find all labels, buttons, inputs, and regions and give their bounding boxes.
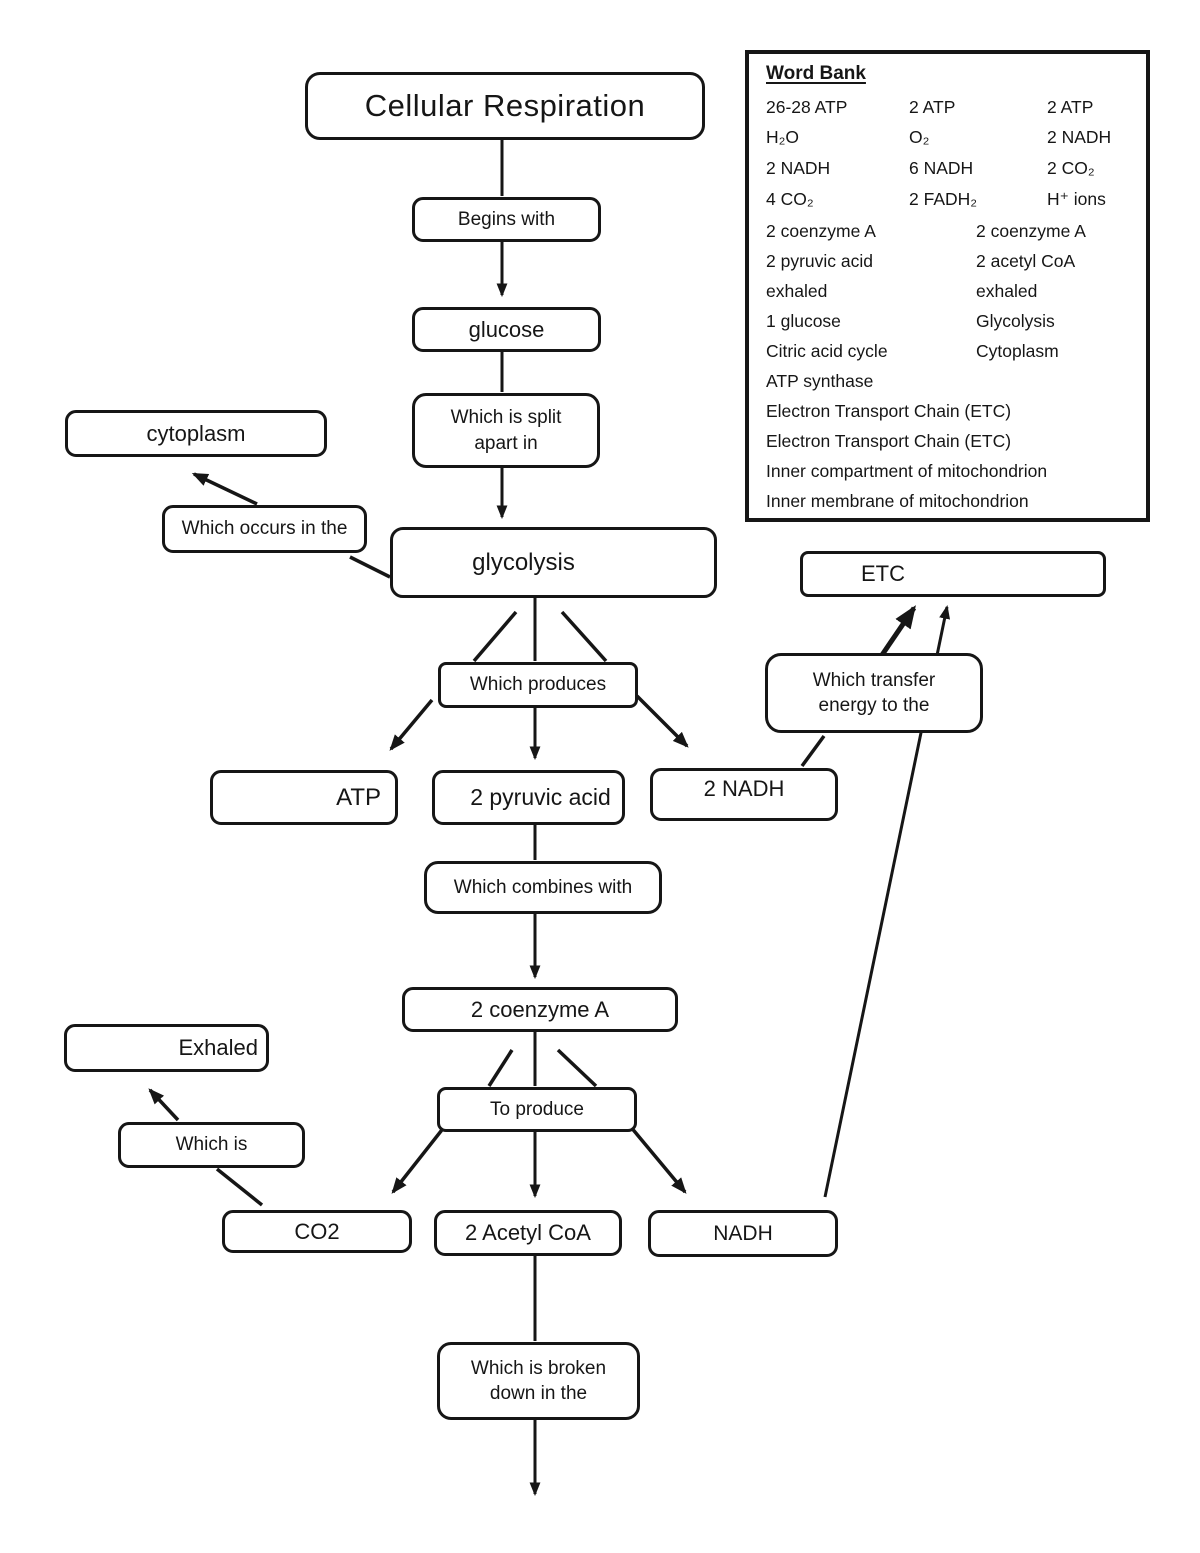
word-bank-item: 2 FADH₂ <box>909 189 978 209</box>
word-bank-item: Glycolysis <box>976 311 1055 331</box>
word-bank-item: exhaled <box>766 281 828 301</box>
word-bank-item: O₂ <box>909 127 930 147</box>
node-2-acetyl-coa: 2 Acetyl CoA <box>434 1210 622 1256</box>
word-bank-row: ATP synthase <box>749 368 1146 394</box>
word-bank-item: Electron Transport Chain (ETC) <box>766 401 1012 421</box>
word-bank-item: 2 NADH <box>1047 127 1112 147</box>
word-bank-row: 2 pyruvic acid 2 acetyl CoA <box>749 248 1146 274</box>
word-bank-item: 2 coenzyme A <box>976 221 1086 241</box>
word-bank-row: Inner membrane of mitochondrion <box>749 488 1146 514</box>
node-which-is-split-line2: apart in <box>474 432 538 454</box>
node-begins-with: Begins with <box>412 197 601 242</box>
node-glucose: glucose <box>412 307 601 352</box>
word-bank-row: 26-28 ATP 2 ATP 2 ATP <box>749 94 1146 120</box>
word-bank-row: H₂O O₂ 2 NADH <box>749 124 1146 150</box>
edge-co2-whichis <box>215 1167 264 1207</box>
word-bank-row: 4 CO₂ 2 FADH₂ H⁺ ions <box>749 186 1146 212</box>
edge-occurs-cytoplasm <box>191 472 258 506</box>
word-bank-item: 26-28 ATP <box>766 97 848 117</box>
edge-produces-2nadh <box>635 694 689 748</box>
edge-coenzyme-produce-left <box>487 1049 514 1087</box>
node-broken-line1: Which is broken <box>470 1357 607 1379</box>
node-2-nadh: 2 NADH <box>650 768 838 821</box>
edge-glycolysis-produces-right <box>560 610 608 663</box>
word-bank-item: 2 acetyl CoA <box>976 251 1076 271</box>
word-bank-row: 2 coenzyme A 2 coenzyme A <box>749 218 1146 244</box>
node-co2: CO2 <box>222 1210 412 1253</box>
word-bank-row: 2 NADH 6 NADH 2 CO₂ <box>749 155 1146 181</box>
node-to-produce: To produce <box>437 1087 637 1132</box>
word-bank-item: 2 ATP <box>909 97 956 117</box>
node-which-is-split-apart-in: Which is split apart in <box>412 393 600 468</box>
node-cytoplasm: cytoplasm <box>65 410 327 457</box>
word-bank-item: 2 pyruvic acid <box>766 251 873 271</box>
word-bank-item: Inner membrane of mitochondrion <box>766 491 1029 511</box>
word-bank-item: Inner compartment of mitochondrion <box>766 461 1048 481</box>
node-which-is-broken-down: Which is broken down in the <box>437 1342 640 1420</box>
node-which-combines-with: Which combines with <box>424 861 662 914</box>
edge-produce-nadh <box>628 1124 687 1194</box>
edge-coenzyme-produce-right <box>556 1048 598 1088</box>
word-bank-item: 2 NADH <box>766 158 831 178</box>
word-bank-row: exhaled exhaled <box>749 278 1146 304</box>
word-bank-item: Citric acid cycle <box>766 341 888 361</box>
word-bank-item: 2 CO₂ <box>1047 158 1095 178</box>
node-which-transfer-line2: energy to the <box>818 695 930 716</box>
node-which-produces: Which produces <box>438 662 638 708</box>
word-bank-item: Cytoplasm <box>976 341 1059 361</box>
word-bank-item: Electron Transport Chain (ETC) <box>766 431 1012 451</box>
node-etc: ETC <box>800 551 1106 597</box>
word-bank-row: Electron Transport Chain (ETC) <box>749 398 1146 424</box>
edge-glycolysis-produces-left <box>472 610 518 663</box>
word-bank-row: Inner compartment of mitochondrion <box>749 458 1146 484</box>
node-which-occurs-in-the: Which occurs in the <box>162 505 367 553</box>
node-nadh: NADH <box>648 1210 838 1257</box>
node-atp: ATP <box>210 770 398 825</box>
edge-produce-co2 <box>391 1124 447 1194</box>
word-bank-item: H⁺ ions <box>1047 189 1106 209</box>
word-bank-item: 2 ATP <box>1047 97 1094 117</box>
word-bank-item: 6 NADH <box>909 158 974 178</box>
node-which-is: Which is <box>118 1122 305 1168</box>
node-2-coenzyme-a: 2 coenzyme A <box>402 987 678 1032</box>
edge-2nadh-transfer <box>800 734 826 768</box>
node-which-transfer-energy: Which transfer energy to the <box>765 653 983 733</box>
word-bank-row: Citric acid cycle Cytoplasm <box>749 338 1146 364</box>
word-bank-row: Electron Transport Chain (ETC) <box>749 428 1146 454</box>
word-bank-item: H₂O <box>766 127 800 147</box>
edge-produces-atp <box>389 698 434 751</box>
word-bank-item: 2 coenzyme A <box>766 221 876 241</box>
edge-transfer-etc <box>879 605 917 657</box>
node-glycolysis: glycolysis <box>390 527 717 598</box>
word-bank-row: 1 glucose Glycolysis <box>749 308 1146 334</box>
word-bank-item: 4 CO₂ <box>766 189 814 209</box>
word-bank-item: ATP synthase <box>766 371 874 391</box>
word-bank: Word Bank 26-28 ATP 2 ATP 2 ATP H₂O O₂ 2… <box>745 50 1150 522</box>
node-which-transfer-line1: Which transfer <box>812 669 936 691</box>
node-title: Cellular Respiration <box>305 72 705 140</box>
edge-whichis-exhaled <box>148 1088 180 1122</box>
edge-glycolysis-occurs <box>349 555 391 579</box>
node-broken-line2: down in the <box>489 1383 588 1404</box>
word-bank-item: 1 glucose <box>766 311 841 331</box>
word-bank-title: Word Bank <box>766 63 866 84</box>
node-exhaled: Exhaled <box>64 1024 269 1072</box>
node-which-is-split-line1: Which is split <box>450 407 562 429</box>
word-bank-item: exhaled <box>976 281 1038 301</box>
node-2-pyruvic-acid: 2 pyruvic acid <box>432 770 625 825</box>
